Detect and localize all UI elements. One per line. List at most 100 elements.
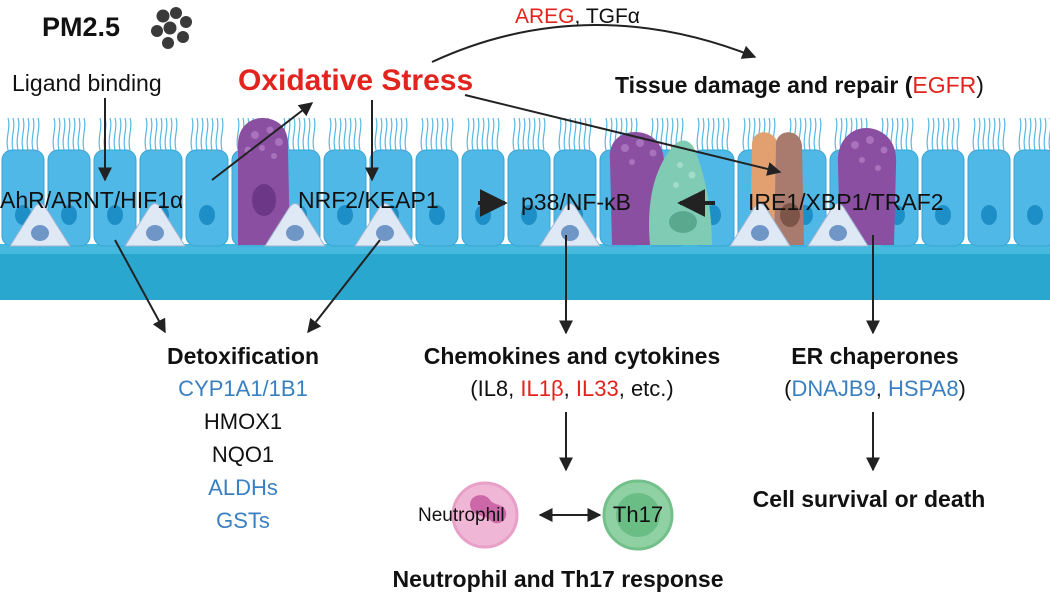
cilium	[440, 117, 444, 151]
cilium	[1033, 117, 1037, 151]
cell-nucleus	[107, 205, 123, 225]
cilium	[486, 117, 490, 151]
cilium	[956, 117, 960, 151]
cilium	[220, 117, 224, 151]
detox-gene: HMOX1	[203, 409, 283, 434]
basal-cell-nucleus	[31, 225, 49, 241]
cell-nucleus	[981, 205, 997, 225]
arrow-nrf2-to-detox	[307, 239, 381, 334]
cilium	[379, 117, 383, 151]
arrow-oxidative-stress-to-tissue-damage	[431, 24, 757, 63]
detox-gene: GSTs	[216, 508, 270, 533]
cilium	[609, 117, 613, 151]
tissue-damage-close: )	[976, 72, 984, 98]
cilium	[149, 117, 153, 151]
cilium	[542, 117, 546, 151]
arrow-oxidative-stress-to-ire1	[464, 94, 782, 176]
areg-label: AREG	[515, 5, 575, 28]
basal-cell-nucleus	[751, 225, 769, 241]
cilium	[808, 117, 812, 151]
basal-cells	[9, 203, 869, 247]
cilium	[987, 117, 991, 151]
cilium	[721, 117, 725, 151]
pathway-p38: p38/NF-κB	[521, 189, 631, 215]
cilium	[307, 117, 311, 151]
cilium	[210, 117, 214, 151]
cilium	[604, 117, 608, 151]
cilium	[98, 117, 102, 151]
il33-label: IL33	[575, 376, 619, 401]
cilium	[292, 117, 296, 151]
basal-cell-nucleus	[286, 225, 304, 241]
cilium	[420, 117, 424, 151]
chemokines-sep1: ,	[508, 376, 521, 401]
cilium	[926, 117, 930, 151]
cilium	[287, 117, 291, 151]
areg-sep: ,	[574, 5, 586, 28]
chemokines-etc: , etc.)	[618, 376, 674, 401]
cilium	[394, 117, 398, 151]
cilium	[588, 117, 592, 151]
er-close: )	[958, 376, 966, 401]
tissue-damage-label: Tissue damage and repair (EGFR)	[615, 74, 984, 97]
basement-membrane-top	[0, 244, 1050, 254]
cilium	[169, 117, 173, 151]
cilium	[113, 117, 117, 151]
basement-membrane	[0, 248, 1050, 300]
cilium	[1038, 117, 1042, 151]
chemokines-list: (IL8, IL1β, IL33, etc.)	[470, 378, 673, 400]
cilium	[491, 117, 495, 151]
cilium	[328, 117, 332, 151]
chemokines-open: (	[470, 376, 478, 401]
columnar-cell	[1013, 149, 1050, 247]
columnar-cell	[185, 149, 229, 247]
cilium	[936, 117, 940, 151]
pathway-arrows	[98, 24, 880, 522]
cilium	[333, 117, 337, 151]
cilium	[818, 117, 822, 151]
basal-cell	[539, 203, 601, 247]
cilium	[466, 117, 470, 151]
cilium	[11, 117, 15, 151]
columnar-cell	[415, 149, 459, 247]
cilium	[21, 117, 25, 151]
cilium	[977, 117, 981, 151]
cilium	[573, 117, 577, 151]
cilium	[72, 117, 76, 151]
cilium	[399, 117, 403, 151]
il8-label: IL8	[477, 376, 509, 401]
cilium	[716, 117, 720, 151]
cilium	[118, 117, 122, 151]
columnar-cell	[461, 149, 505, 247]
detox-gene: ALDHs	[208, 475, 278, 500]
cilium	[517, 117, 521, 151]
basal-cell	[124, 203, 186, 247]
cilium	[144, 117, 148, 151]
er-sep: ,	[875, 376, 889, 401]
cell-nucleus	[1027, 205, 1043, 225]
cilium	[174, 117, 178, 151]
pathway-ahr: AhR/ARNT/HIF1α	[0, 187, 184, 213]
columnar-cell	[323, 149, 367, 247]
cilium	[522, 117, 526, 151]
cilium	[215, 117, 219, 151]
cell-nucleus	[61, 205, 77, 225]
cilium	[236, 117, 240, 151]
cilium	[726, 117, 730, 151]
cilium	[471, 117, 475, 151]
il1b-label: IL1β	[520, 376, 564, 401]
cilium	[1023, 117, 1027, 151]
cilium	[159, 117, 163, 151]
er-open: (	[784, 376, 792, 401]
cilia	[6, 117, 1050, 151]
cilium	[82, 117, 86, 151]
cilium	[195, 117, 199, 151]
cilium	[52, 117, 56, 151]
basal-cell-nucleus	[829, 225, 847, 241]
goblet-cell-3	[837, 128, 897, 245]
cell-nucleus	[521, 205, 537, 225]
chemokines-sep2: ,	[563, 376, 576, 401]
cilium	[747, 117, 751, 151]
cell-nucleus	[199, 205, 215, 225]
